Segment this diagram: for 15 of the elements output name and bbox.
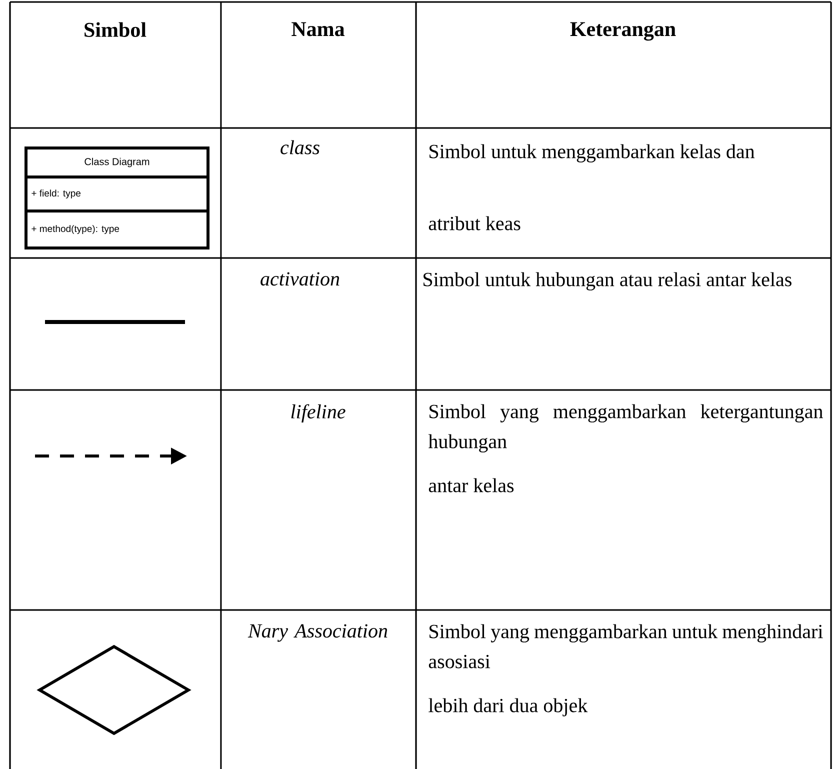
class-box: Class Diagram + field: type + method(type): type (24, 146, 210, 250)
description-text: lebih dari dua objek (428, 698, 588, 716)
column-header: Nama (292, 22, 344, 36)
name-text: Nary Association (248, 624, 388, 642)
description-text: Simbol untuk hubungan atau relasi antar kelas (424, 272, 792, 290)
column-header: Simbol (84, 22, 146, 37)
name-text: class (280, 140, 320, 154)
description-text: Simbol yang menggambarkan untuk menghindari asosiasi (428, 624, 823, 668)
name-text: activation (260, 272, 340, 286)
description-text: Simbol untuk menggambarkan kelas dan (430, 144, 755, 162)
description-text: antar kelas (428, 478, 514, 492)
description-text: Simbol yang menggambarkan ketergantungan hubungan (428, 404, 823, 452)
column-header: Keterangan (570, 22, 676, 41)
name-text: lifeline (291, 404, 346, 423)
description-text: atribut keas (428, 216, 520, 230)
